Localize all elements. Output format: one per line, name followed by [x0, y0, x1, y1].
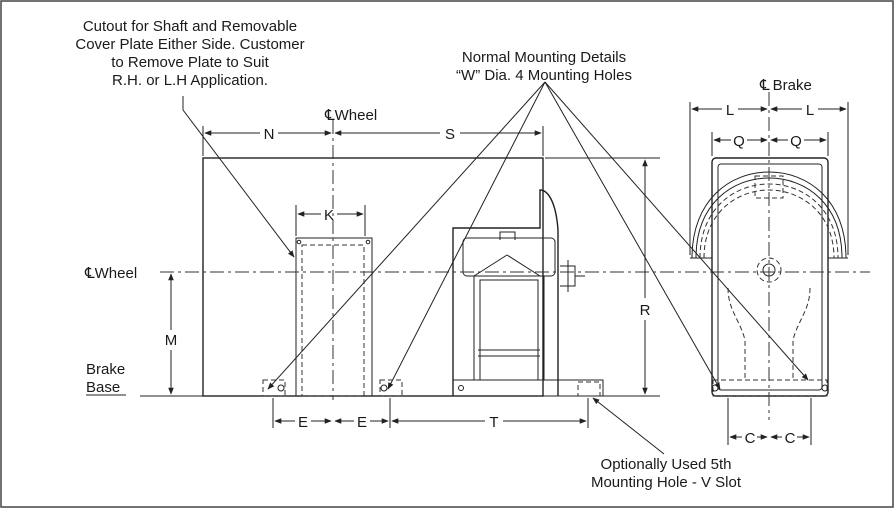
fifth-hole-note-line: Mounting Hole - V Slot — [591, 474, 742, 491]
plate-screw — [296, 239, 302, 245]
cl-wheel-side-label: ℄Wheel — [84, 265, 137, 282]
dim-r: R — [640, 302, 651, 319]
cl-brake-label: ℄Brake — [759, 77, 812, 94]
mounting-leader-2 — [387, 81, 546, 390]
mounting-leader-3 — [544, 81, 721, 390]
cutout-note-line: Cutout for Shaft and Removable — [83, 18, 297, 35]
brake-housing-outline — [202, 157, 544, 397]
cl-wheel-top-label: ℄Wheel — [324, 107, 377, 124]
mounting-leader-1 — [267, 81, 546, 390]
dim-e-2: E — [357, 414, 367, 431]
dim-q-1: Q — [733, 133, 745, 150]
dim-k: K — [324, 207, 334, 224]
cutout-note-line: to Remove Plate to Suit — [111, 54, 269, 71]
dim-s: S — [445, 126, 455, 143]
dim-c-2: C — [785, 430, 796, 447]
fifth-hole-note-line: Optionally Used 5th — [601, 456, 732, 473]
cutout-leader — [182, 96, 295, 258]
thruster-assembly — [452, 189, 604, 397]
fifth-hole-leader — [592, 397, 665, 455]
cutout-note-line: R.H. or L.H Application. — [112, 72, 268, 89]
brake-base-label: Brake — [86, 361, 125, 378]
fifth-hole-note: Optionally Used 5th Mounting Hole - V Sl… — [591, 456, 742, 491]
dim-q-2: Q — [790, 133, 802, 150]
dim-n: N — [264, 126, 275, 143]
dim-e-1: E — [298, 414, 308, 431]
mounting-note-line: Normal Mounting Details — [462, 49, 626, 66]
cover-plate — [295, 237, 373, 397]
dim-m: M — [165, 332, 178, 349]
mounting-leader-4 — [544, 81, 809, 381]
mounting-note: Normal Mounting Details “W” Dia. 4 Mount… — [456, 49, 632, 84]
dim-l-1: L — [726, 102, 734, 119]
cutout-note: Cutout for Shaft and Removable Cover Pla… — [75, 18, 304, 89]
dim-l-2: L — [806, 102, 814, 119]
brake-base-label: Base — [86, 379, 120, 396]
cutout-note-line: Cover Plate Either Side. Customer — [75, 36, 304, 53]
mounting-hole-left-2 — [379, 379, 403, 397]
dim-t: T — [489, 414, 498, 431]
mounting-note-line: “W” Dia. 4 Mounting Holes — [456, 67, 632, 84]
dim-c-1: C — [745, 430, 756, 447]
plate-screw — [365, 239, 371, 245]
mounting-hole-left-1 — [262, 379, 286, 397]
